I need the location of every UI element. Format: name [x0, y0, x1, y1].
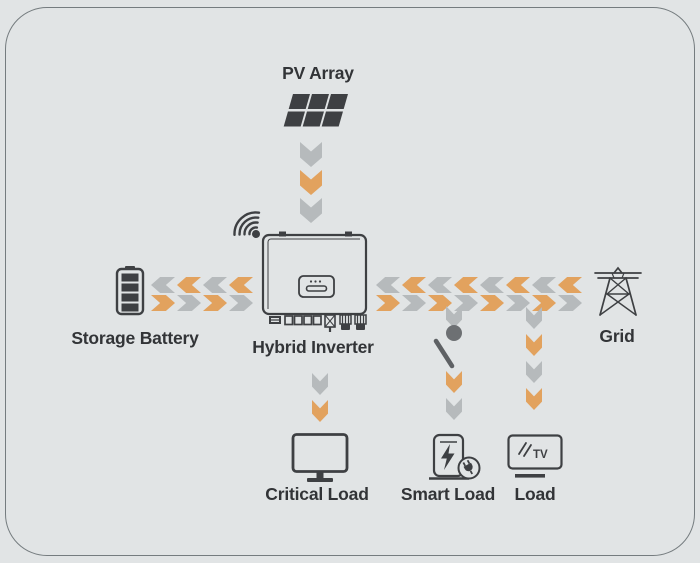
- chevron-arrow-orange: [177, 277, 201, 293]
- chevron-arrow-gray: [506, 295, 530, 311]
- tv-icon: TV: [507, 434, 563, 478]
- chevron-arrow-orange: [300, 170, 322, 195]
- battery-icon: [115, 266, 145, 316]
- flow-inverter-to-battery: [151, 277, 253, 293]
- flow-grid-to-inverter: [376, 277, 582, 293]
- tv-text: TV: [533, 449, 548, 461]
- chevron-arrow-gray: [428, 277, 452, 293]
- chevron-arrow-gray: [376, 277, 400, 293]
- chevron-arrow-orange: [526, 388, 542, 410]
- chevron-arrow-gray: [300, 198, 322, 223]
- chevron-arrow-gray: [526, 307, 542, 329]
- pv-array-label: PV Array: [282, 63, 354, 83]
- chevron-arrow-gray: [446, 398, 462, 420]
- chevron-arrow-orange: [532, 295, 556, 311]
- chevron-arrow-orange: [454, 277, 478, 293]
- rounded-border-frame: [5, 7, 695, 556]
- ev-charger-plug-icon: [429, 433, 481, 480]
- chevron-arrow-gray: [312, 373, 328, 395]
- flow-to-load: [526, 307, 542, 410]
- chevron-arrow-gray: [454, 295, 478, 311]
- chevron-arrow-gray: [300, 142, 322, 167]
- solar-panel-icon: [283, 94, 348, 127]
- wifi-signal-icon: [233, 211, 261, 238]
- chevron-arrow-orange: [558, 277, 582, 293]
- chevron-arrow-gray: [203, 277, 227, 293]
- chevron-arrow-orange: [526, 334, 542, 356]
- flow-to-smart-load-upper: [446, 306, 462, 328]
- chevron-arrow-orange: [376, 295, 400, 311]
- flow-inverter-to-grid: [376, 295, 582, 311]
- flow-pv-to-inverter: [300, 142, 322, 223]
- monitor-icon: [291, 433, 349, 482]
- chevron-arrow-orange: [229, 277, 253, 293]
- chevron-arrow-orange: [480, 295, 504, 311]
- flow-to-smart-load-lower: [446, 371, 462, 420]
- chevron-arrow-gray: [526, 361, 542, 383]
- chevron-arrow-orange: [402, 277, 426, 293]
- chevron-arrow-orange: [312, 400, 328, 422]
- chevron-arrow-gray: [177, 295, 201, 311]
- chevron-arrow-orange: [446, 371, 462, 393]
- flow-inverter-to-critical-load: [312, 373, 328, 422]
- hybrid-inverter-label: Hybrid Inverter: [252, 337, 374, 357]
- chevron-arrow-orange: [203, 295, 227, 311]
- flow-battery-to-inverter: [151, 295, 253, 311]
- chevron-arrow-gray: [480, 277, 504, 293]
- storage-battery-label: Storage Battery: [71, 328, 199, 348]
- chevron-arrow-gray: [446, 306, 462, 328]
- chevron-arrow-gray: [532, 277, 556, 293]
- transmission-tower-icon: [594, 266, 642, 316]
- load-label: Load: [514, 484, 556, 504]
- chevron-arrow-gray: [229, 295, 253, 311]
- critical-load-label: Critical Load: [265, 484, 369, 504]
- switch-pivot-dot: [446, 325, 462, 341]
- disconnect-switch-icon: [433, 338, 455, 369]
- chevron-arrow-orange: [151, 295, 175, 311]
- smart-load-label: Smart Load: [400, 484, 496, 504]
- chevron-arrow-orange: [506, 277, 530, 293]
- chevron-arrow-gray: [558, 295, 582, 311]
- grid-label: Grid: [599, 326, 635, 346]
- chevron-arrow-gray: [151, 277, 175, 293]
- chevron-arrow-gray: [402, 295, 426, 311]
- inverter-icon: [261, 231, 368, 332]
